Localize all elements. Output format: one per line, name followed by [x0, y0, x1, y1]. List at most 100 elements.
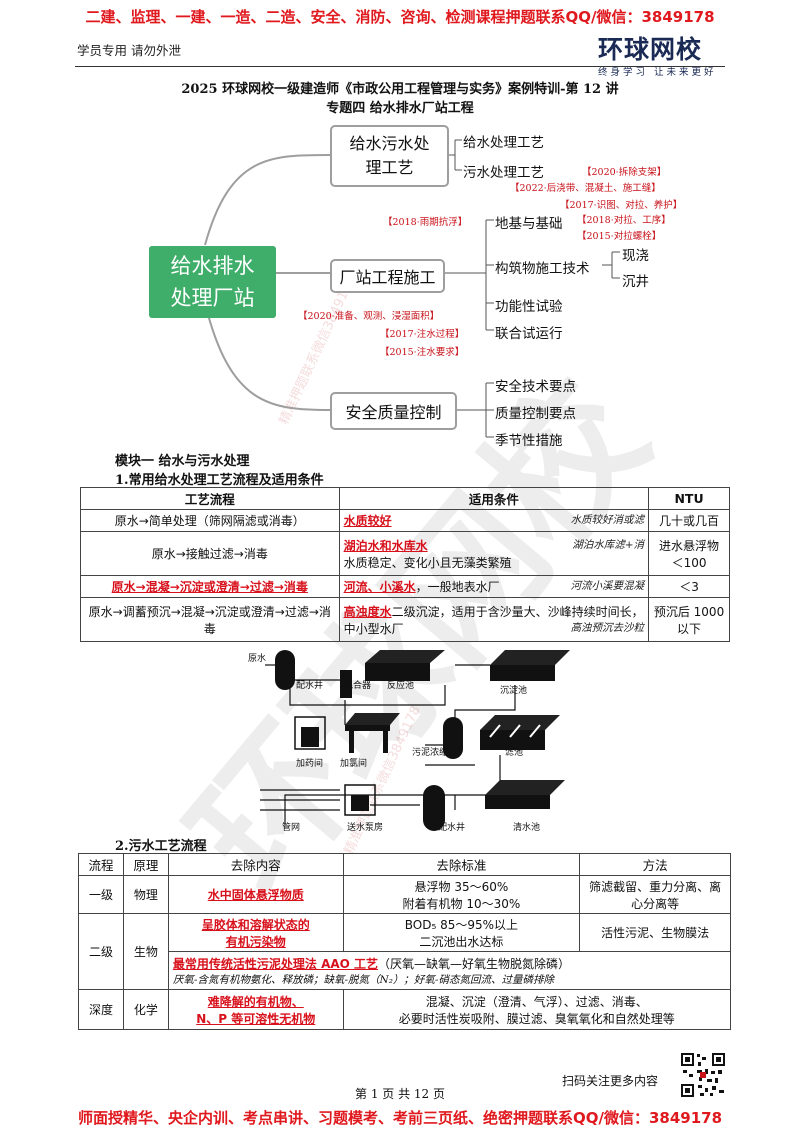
- logo-text: 环球网校: [598, 35, 703, 64]
- diagram-label: 加氯间: [340, 759, 368, 769]
- stage-cell: 二级: [78, 913, 124, 990]
- table-row: 深度 化学 难降解的有机物、 N、P 等可溶性无机物 混凝、沉淀（澄清、气浮）、过…: [78, 989, 732, 1030]
- top-banner: 二建、监理、一建、一造、二造、安全、消防、咨询、检测课程押题联系QQ/微信：38…: [85, 8, 715, 26]
- exam-tag: 【2022·后浇带、混凝土、施工缝】: [510, 183, 661, 194]
- table-row: 原水→接触过滤→消毒 湖泊水和水库水湖泊水库滤+消水质稳定、变化小且无藻类繁殖 …: [80, 531, 730, 576]
- standard-line: BOD₅ 85～95%以上: [404, 917, 519, 932]
- header-note: 学员专用 请勿外泄: [77, 43, 181, 58]
- water-plant-diagram: [260, 650, 570, 831]
- diagram-label: 加药间: [296, 759, 324, 769]
- mindmap-branch-safety: 安全质量控制: [330, 392, 457, 430]
- module-heading: 模块一 给水与污水处理: [115, 454, 250, 469]
- mindmap-leaf: 现浇: [622, 248, 649, 264]
- mindmap-leaf: 功能性试验: [495, 299, 563, 315]
- mindmap-leaf: 安全技术要点: [495, 379, 576, 395]
- table-row: 二级 生物 呈胶体和溶解状态的有机污染物 BOD₅ 85～95%以上二沉池出水达…: [78, 913, 731, 990]
- content-cell: 水中固体悬浮物质: [167, 875, 344, 914]
- mindmap-leaf: 沉井: [622, 274, 649, 290]
- ntu-cell: 预沉后 1000 以下: [648, 597, 730, 642]
- aao-cell: 最常用传统活性污泥处理法 AAO 工艺（厌氧—缺氧—好氧生物脱氮除磷） 厌氧-含…: [167, 951, 732, 990]
- table-row: 原水→调蓄预沉→混凝→沉淀或澄清→过滤→消毒 高浊度水二级沉淀，适用于含沙量大、…: [80, 597, 730, 642]
- table-row: 最常用传统活性污泥处理法 AAO 工艺（厌氧—缺氧—好氧生物脱氮除磷） 厌氧-含…: [79, 951, 732, 990]
- page-subtitle: 专题四 给水排水厂站工程: [326, 101, 474, 116]
- memory-note: 水质较好消或滤: [570, 514, 645, 526]
- method-cell: 筛滤截留、重力分离、离心分离等: [579, 875, 731, 914]
- content-cell: 呈胶体和溶解状态的有机污染物: [167, 913, 344, 952]
- content-cell: 难降解的有机物、 N、P 等可溶性无机物: [167, 989, 344, 1030]
- exam-tag: 【2018·对拉、工序】: [577, 215, 671, 226]
- method-cell: 混凝、沉淀（澄清、气浮）、过滤、消毒、必要时活性炭吸附、膜过滤、臭氧氧化和自然处…: [342, 989, 732, 1030]
- stage-cell: 一级: [78, 875, 124, 914]
- key-content: 有机污染物: [225, 934, 286, 949]
- key-content: N、P 等可溶性无机物: [196, 1011, 316, 1026]
- table-header: 原理: [122, 853, 169, 876]
- condition-cell: 河流、小溪水，一般地表水厂河流小溪要混凝: [338, 575, 650, 598]
- diagram-label: 沉淀池: [500, 686, 528, 696]
- diagram-label: 混合器: [344, 681, 372, 691]
- mindmap-leaf: 季节性措施: [495, 433, 563, 449]
- exam-tag: 【2020·拆除支架】: [582, 167, 667, 178]
- logo: 环球网校 终身学习 让未来更好: [598, 30, 717, 78]
- mindmap-leaf: 地基与基础: [495, 216, 563, 232]
- key-condition: 河流、小溪水: [343, 580, 416, 594]
- stage-cell: 深度: [78, 989, 124, 1030]
- mindmap-branch-construction: 厂站工程施工: [330, 259, 445, 293]
- page-title: 2025 环球网校一级建造师《市政公用工程管理与实务》案例特训-第 12 讲: [181, 82, 619, 97]
- principle-cell: 生物: [122, 913, 169, 990]
- mindmap-leaf: 构筑物施工技术: [495, 261, 590, 277]
- section-heading: 2.污水工艺流程: [115, 839, 207, 854]
- memory-note: 湖泊水库滤+消: [572, 538, 645, 551]
- mindmap-connectors: [204, 139, 620, 438]
- flow-cell: 原水→混凝→沉淀或澄清→过滤→消毒: [80, 575, 340, 598]
- condition-cell: 湖泊水和水库水湖泊水库滤+消水质稳定、变化小且无藻类繁殖: [338, 531, 650, 576]
- qr-code-icon: [680, 1052, 726, 1098]
- method-line: 混凝、沉淀（澄清、气浮）、过滤、消毒、: [425, 994, 648, 1009]
- table-header: 去除内容: [167, 853, 344, 876]
- standard-line: 二沉池出水达标: [419, 934, 504, 949]
- aao-note: 厌氧-含氮有机物氨化、释放磷；缺氧-脱氮（N₂）；好氧-硝态氮回流、过量磷排除: [172, 973, 554, 986]
- key-content: 呈胶体和溶解状态的: [201, 917, 310, 932]
- diagram-label: 滤池: [505, 748, 524, 758]
- flow-cell: 原水→简单处理（筛网隔滤或消毒）: [80, 509, 340, 532]
- aao-text: （厌氧—缺氧—好氧生物脱氮除磷）: [378, 956, 571, 971]
- key-condition: 高浊度水: [343, 604, 392, 619]
- table-header: 去除标准: [342, 853, 581, 876]
- mindmap-branch-process: 给水污水处理工艺: [330, 125, 449, 187]
- key-content: 难降解的有机物、: [207, 994, 304, 1009]
- qr-caption: 扫码关注更多内容: [562, 1074, 659, 1088]
- exam-tag: 【2015·对拉螺栓】: [577, 231, 662, 242]
- exam-tag: 【2020·准备、观测、浸湿面积】: [298, 311, 440, 322]
- mindmap-leaf: 污水处理工艺: [463, 165, 544, 181]
- aao-highlight: 最常用传统活性污泥处理法 AAO 工艺: [172, 956, 379, 971]
- principle-cell: 物理: [122, 875, 169, 914]
- flow-cell: 原水→调蓄预沉→混凝→沉淀或澄清→过滤→消毒: [80, 597, 340, 642]
- memory-note: 高浊预沉去沙粒: [570, 621, 645, 634]
- table-header: 工艺流程: [80, 487, 340, 510]
- standard-cell: BOD₅ 85～95%以上二沉池出水达标: [342, 913, 581, 952]
- mindmap-leaf: 联合试运行: [495, 326, 563, 342]
- diagram-label: 污泥浓缩: [412, 748, 449, 758]
- exam-tag: 【2017·识图、对拉、养护】: [560, 200, 683, 211]
- diagram-label: 配水井: [296, 681, 324, 691]
- table-row: 一级 物理 水中固体悬浮物质 悬浮物 35～60%附着有机物 10～30% 筛滤…: [78, 875, 731, 914]
- table-row: 原水→简单处理（筛网隔滤或消毒） 水质较好水质较好消或滤 几十或几百: [80, 509, 730, 532]
- page-number: 第 1 页 共 12 页: [355, 1087, 445, 1101]
- mindmap-root-label: 给水排水处理厂站: [170, 254, 255, 310]
- mindmap-branch-safety-label: 安全质量控制: [345, 403, 442, 422]
- table-header: 适用条件: [338, 487, 650, 510]
- key-flow: 原水→混凝→沉淀或澄清→过滤→消毒: [111, 580, 308, 594]
- section-heading: 1.常用给水处理工艺流程及适用条件: [115, 473, 324, 488]
- condition-cell: 水质较好水质较好消或滤: [338, 509, 650, 532]
- principle-cell: 化学: [122, 989, 169, 1030]
- diagram-label: 管网: [282, 823, 301, 833]
- exam-tag: 【2017·注水过程】: [380, 329, 465, 340]
- exam-tag: 【2018·雨期抗浮】: [383, 217, 468, 228]
- table-header: 流程: [78, 853, 124, 876]
- key-condition: 湖泊水和水库水: [343, 538, 428, 553]
- diagram-label: 反应池: [387, 681, 415, 691]
- mindmap-leaf: 给水处理工艺: [463, 135, 544, 151]
- table-header: 方法: [579, 853, 731, 876]
- table-header: NTU: [648, 487, 730, 510]
- diagram-label: 原水: [248, 654, 267, 664]
- header-divider: [75, 66, 725, 67]
